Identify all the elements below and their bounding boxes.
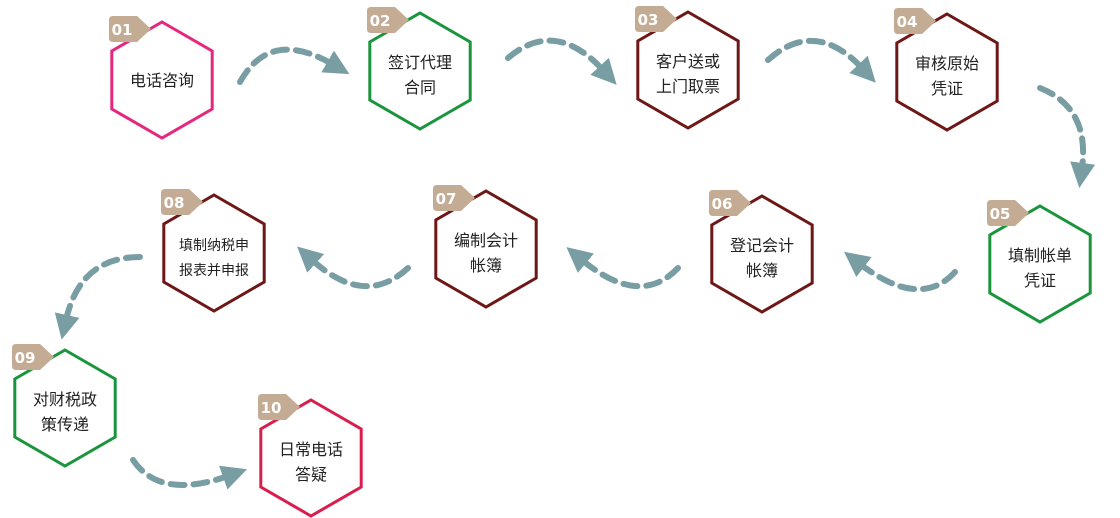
step-number-badge: 08 [161, 189, 203, 215]
step-number-badge: 05 [987, 200, 1029, 226]
flow-arrow-1 [237, 46, 350, 85]
step-number: 06 [712, 195, 733, 213]
step-number: 09 [15, 349, 36, 367]
step-number-badge: 07 [433, 185, 475, 211]
step-label-line1: 填制纳税申 [179, 238, 249, 254]
step-label-line2: 答疑 [295, 465, 327, 484]
step-number-badge: 02 [367, 7, 409, 33]
step-number: 03 [638, 11, 659, 29]
flow-arrow-2 [505, 37, 617, 85]
step-number: 04 [897, 13, 918, 31]
step-hexagon [13, 348, 117, 468]
step-label-line1: 签订代理 [388, 53, 452, 72]
step-hexagon [368, 11, 472, 131]
step-hexagon [988, 204, 1092, 324]
step-number-badge: 06 [709, 190, 751, 216]
step-number: 01 [112, 21, 133, 39]
step-label-line1: 对财税政 [33, 390, 97, 409]
badge-shape [635, 6, 677, 32]
badge-shape [161, 189, 203, 215]
step-label-line1: 填制帐单 [1008, 246, 1072, 265]
step-number: 10 [261, 399, 282, 417]
step-label-line2: 上门取票 [656, 77, 720, 96]
step-hexagon [434, 189, 538, 309]
step-hexagon [110, 20, 214, 140]
badge-shape [987, 200, 1029, 226]
flow-arrow-5 [843, 251, 958, 293]
step-label-line1: 登记会计 [730, 236, 794, 255]
step-number-badge: 01 [109, 16, 151, 42]
step-label-line1: 编制会计 [454, 231, 518, 250]
step-hexagon [259, 398, 363, 518]
badge-shape [109, 16, 151, 42]
step-number: 07 [436, 190, 457, 208]
badge-shape [894, 8, 936, 34]
badge-shape [12, 344, 54, 370]
step-hexagon [162, 193, 266, 313]
flow-steps: 01电话咨询02签订代理合同03客户送或上门取票04审核原始凭证05填制帐单凭证… [12, 6, 1092, 518]
flow-arrows [54, 37, 1096, 490]
step-label-line1: 电话咨询 [130, 71, 194, 90]
step-label-line2: 合同 [404, 78, 436, 97]
step-number: 05 [990, 205, 1011, 223]
step-number-badge: 04 [894, 8, 936, 34]
step-label-line1: 日常电话 [279, 440, 343, 459]
step-number-badge: 10 [258, 394, 300, 420]
step-label-line1: 客户送或 [656, 52, 720, 71]
step-01: 01 电话咨询 [109, 16, 214, 140]
step-hexagon [636, 10, 740, 130]
flow-arrow-9 [130, 457, 248, 490]
badge-shape [433, 185, 475, 211]
step-hexagon [710, 194, 814, 314]
flow-arrow-4 [1037, 85, 1096, 188]
step-label-line2: 帐簿 [470, 256, 502, 275]
step-label-line2: 凭证 [931, 79, 963, 98]
step-number: 02 [370, 12, 391, 30]
badge-shape [367, 7, 409, 33]
step-label-line2: 凭证 [1024, 271, 1056, 290]
step-number: 08 [164, 194, 185, 212]
step-hexagon [895, 12, 999, 132]
step-label-line2: 帐簿 [746, 261, 778, 280]
flow-arrow-8 [54, 254, 143, 340]
step-number-badge: 09 [12, 344, 54, 370]
flow-arrow-7 [297, 246, 411, 290]
badge-shape [258, 394, 300, 420]
badge-shape [709, 190, 751, 216]
step-label-line2: 报表并申报 [179, 263, 249, 279]
step-label-line2: 策传递 [41, 415, 89, 434]
step-number-badge: 03 [635, 6, 677, 32]
flow-arrow-3 [765, 37, 876, 83]
flow-arrow-6 [566, 247, 681, 290]
step-label-line1: 审核原始 [915, 54, 979, 73]
